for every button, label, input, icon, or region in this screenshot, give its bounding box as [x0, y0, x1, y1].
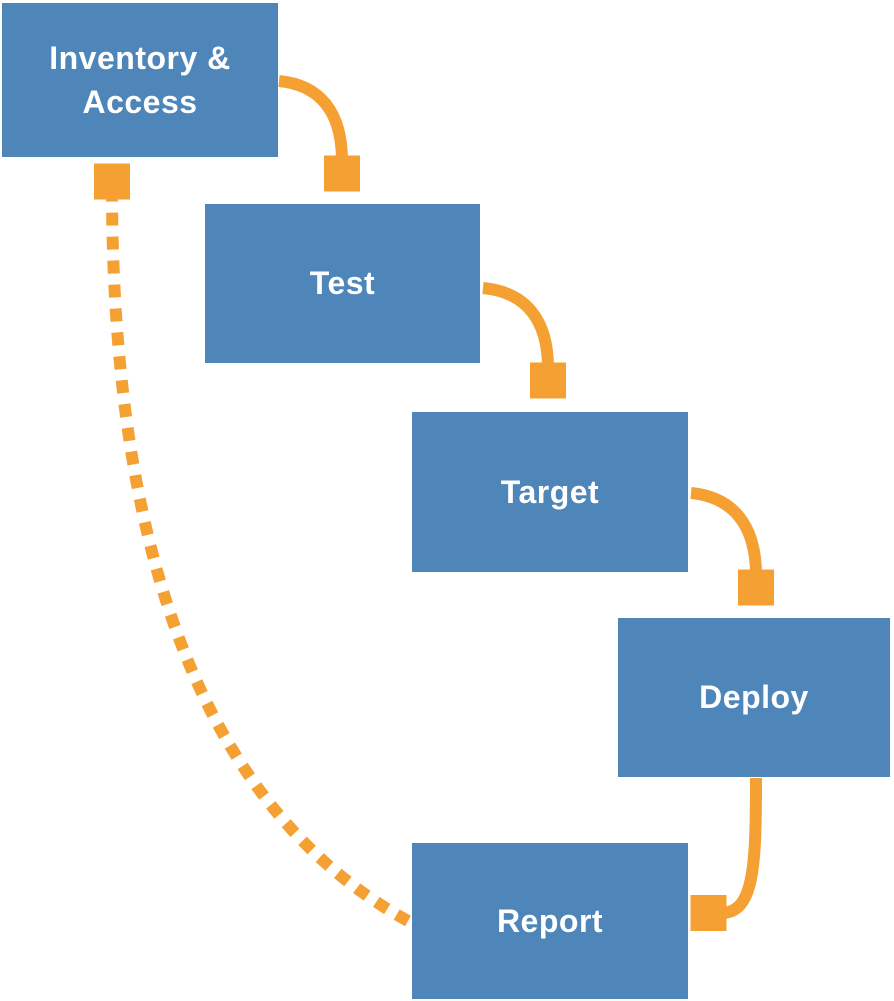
flow-node-report: Report	[412, 843, 688, 999]
connector-target-to-deploy	[690, 487, 756, 575]
flow-node-test: Test	[205, 204, 480, 363]
flow-node-deploy: Deploy	[618, 618, 890, 777]
connector-test-to-target	[482, 282, 548, 368]
node-label-report: Report	[496, 902, 604, 939]
connector-inventory-to-test	[278, 75, 342, 161]
node-label-inventory-access: Inventory & Access	[49, 39, 231, 120]
node-label-deploy: Deploy	[699, 679, 809, 716]
flow-node-inventory-access: Inventory & Access	[2, 3, 278, 157]
flow-node-target: Target	[412, 412, 688, 572]
connector-deploy-to-report	[721, 777, 762, 913]
node-label-target: Target	[500, 473, 600, 510]
node-label-test: Test	[309, 265, 376, 302]
